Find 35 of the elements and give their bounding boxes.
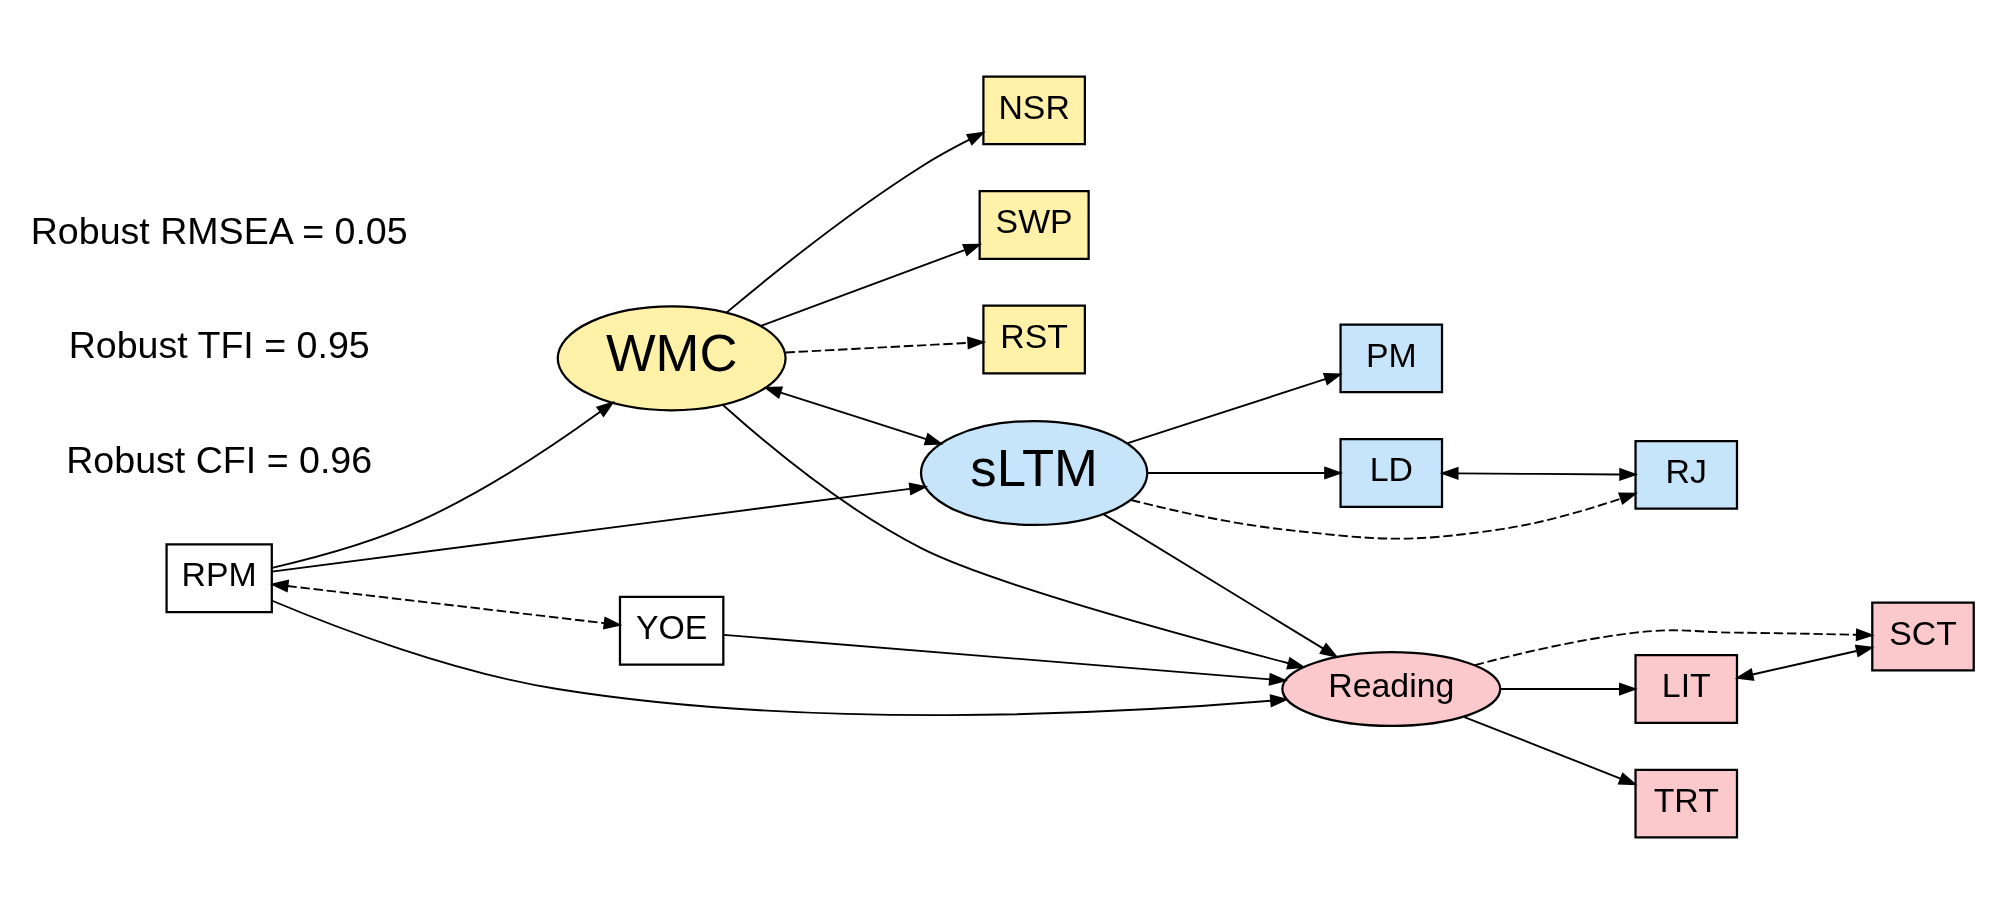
arrow (1102, 512, 1339, 658)
arrow (1734, 644, 1875, 681)
arrow (1439, 466, 1639, 481)
node-box: PM (1339, 322, 1444, 393)
label: Robust RMSEA = 0.05 (30, 209, 408, 252)
node-box: LD (1339, 437, 1444, 508)
arrow (1130, 492, 1638, 540)
arrow (1473, 627, 1875, 666)
arrow (270, 481, 929, 573)
arrow (722, 633, 1288, 686)
node-box: YOE (618, 595, 725, 666)
node-box: SWP (978, 189, 1090, 260)
node-box: NSR (982, 74, 1086, 145)
arrow (271, 599, 1289, 716)
node-box: RJ (1634, 439, 1739, 510)
arrow (1499, 681, 1638, 696)
node-ellipse: Reading (1281, 650, 1502, 727)
node-box: RST (982, 304, 1086, 374)
label: Robust CFI = 0.96 (66, 438, 373, 481)
arrow (722, 403, 1306, 669)
arrow (784, 335, 987, 353)
arrow (1146, 465, 1343, 480)
arrow (1126, 372, 1343, 444)
node-ellipse: sLTM (919, 419, 1149, 526)
arrow (760, 243, 982, 327)
arrow (271, 400, 615, 569)
node-box: SCT (1871, 601, 1975, 671)
node-box: LIT (1634, 653, 1739, 724)
arrow (725, 131, 986, 314)
arrow (1463, 715, 1638, 785)
arrow (763, 385, 944, 445)
arrow (269, 579, 623, 630)
node-box: RPM (165, 542, 273, 613)
node-box: TRT (1634, 768, 1739, 839)
label: Robust TFI = 0.95 (68, 323, 370, 366)
